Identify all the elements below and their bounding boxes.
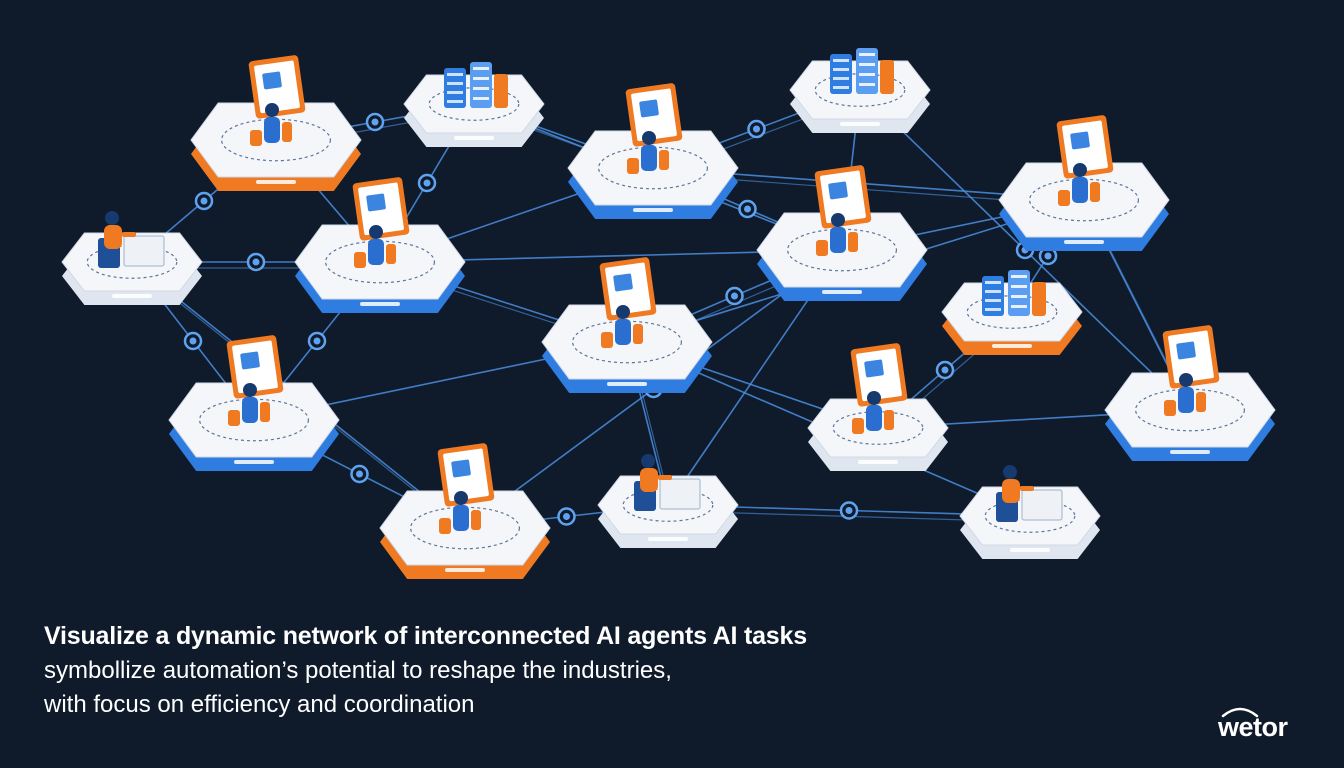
platform-ring [1134,388,1245,432]
platform-light [1064,240,1104,244]
worker-at-screen-icon [248,55,306,146]
junction-dot-core [252,258,260,266]
junction-dot-core [941,366,949,374]
platform-ring [571,320,682,364]
platform-light [822,290,862,294]
agent-node-n10 [1104,325,1276,461]
junction-dot-core [731,292,738,300]
platform-light [1170,450,1210,454]
caption: Visualize a dynamic network of interconn… [44,618,807,722]
platform-light [607,382,647,386]
platform-light [445,568,485,572]
caption-line-3: with focus on efficiency and coordinatio… [44,691,475,718]
junction-dot-core [200,197,208,205]
worker-at-screen-icon [437,443,495,534]
junction-dot-core [356,470,363,478]
agent-node-n8 [998,115,1170,251]
platform-ring [786,228,897,272]
agent-node-n11 [168,335,340,471]
platform-light [648,537,688,541]
server-rack-icon [830,48,894,94]
platform-light [256,180,296,184]
agent-node-n15 [597,454,739,548]
agent-network-diagram [61,48,1276,579]
worker-at-desk-icon [996,465,1063,522]
server-rack-icon [982,270,1046,316]
platform-ring [199,398,310,442]
platform-ring [221,118,332,162]
agent-node-n14 [379,443,551,579]
platform-light [234,460,274,464]
platform-light [1010,548,1050,552]
platform-ring [1028,178,1139,222]
server-rack-icon [444,62,508,108]
caption-line-2: symbollize automation’s potential to res… [44,657,672,684]
junction-dot-core [371,118,379,126]
agent-node-n4 [789,48,931,133]
worker-at-desk-icon [634,454,701,511]
worker-at-screen-icon [625,83,683,174]
platform-light [992,344,1032,348]
junction-dot-core [845,507,853,514]
platform-light [454,136,494,140]
agent-node-n5 [294,177,466,313]
agent-node-n1 [190,55,362,191]
worker-at-screen-icon [814,165,872,256]
agent-node-n16 [959,465,1101,559]
junction-dot-core [563,513,570,520]
platform-ring [325,240,436,284]
platform-light [858,460,898,464]
junction-dot-core [189,337,197,345]
worker-at-screen-icon [599,257,657,348]
junction-dot-core [753,125,760,133]
platform-light [360,302,400,306]
platform-ring [597,146,708,190]
worker-at-screen-icon [850,343,908,434]
worker-at-screen-icon [1056,115,1114,206]
junction-dot-core [744,205,751,213]
platform-light [633,208,673,212]
caption-line-1: Visualize a dynamic network of interconn… [44,622,807,650]
worker-at-screen-icon [1162,325,1220,416]
agent-node-n6 [61,211,203,305]
agent-node-n12 [541,257,713,393]
agent-node-n7 [756,165,928,301]
agent-node-n2 [403,62,545,147]
logo-arc-icon [1221,707,1259,718]
brand-logo: wetor [1218,712,1288,742]
agent-node-n9 [941,270,1083,355]
platform-light [112,294,152,298]
worker-at-screen-icon [352,177,410,268]
worker-at-desk-icon [98,211,165,268]
platform-light [840,122,880,126]
worker-at-screen-icon [226,335,284,426]
junction-dot-core [313,337,321,345]
junction-dot-core [423,179,431,187]
agent-node-n13 [807,343,949,471]
junction-dot-core [1044,252,1052,260]
agent-node-n3 [567,83,739,219]
platform-ring [410,506,521,550]
